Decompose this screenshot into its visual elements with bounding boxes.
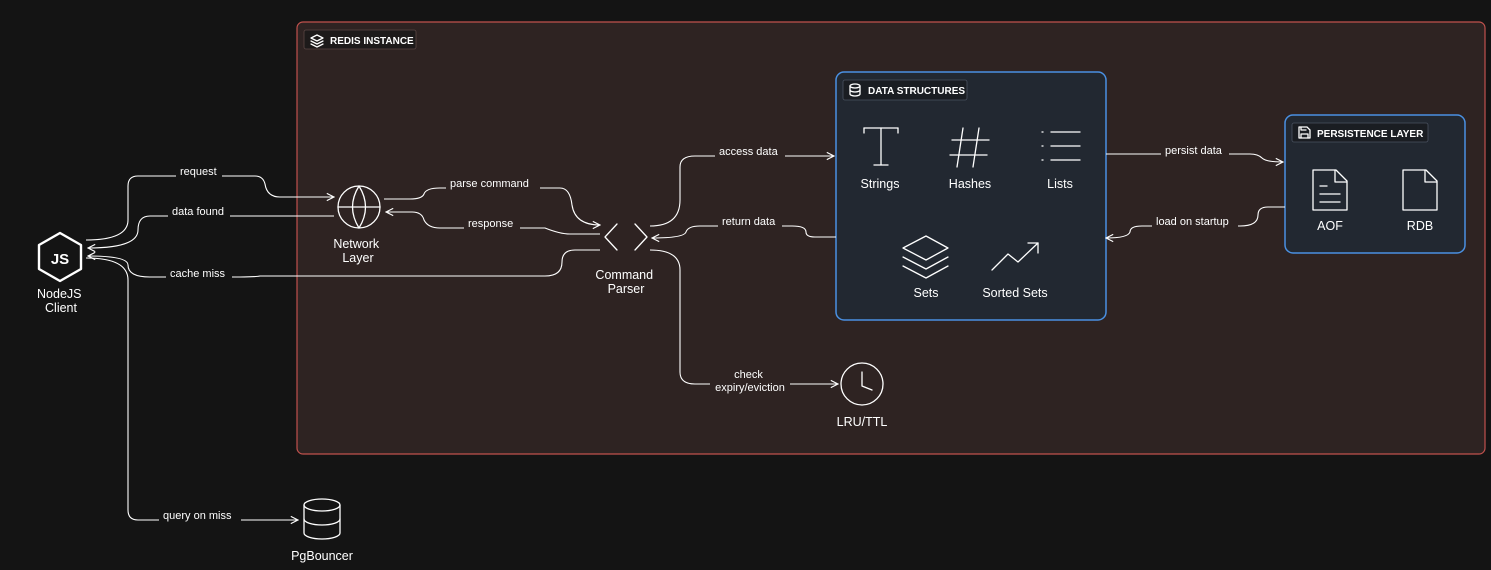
edge-label-persist-data: persist data [1165,145,1223,157]
edge-label-return-data: return data [722,216,776,228]
node-network-layer[interactable]: Network Layer [333,185,382,265]
data-structures-label: DATA STRUCTURES [868,86,965,97]
list-icon [1041,131,1081,161]
nodejs-hexagon-icon: JS [37,231,83,283]
save-icon [1298,126,1311,139]
persistence-layer-label: PERSISTENCE LAYER [1317,129,1424,140]
pgbouncer-label: PgBouncer [291,549,353,563]
edge-label-request: request [180,166,217,178]
hash-icon [949,127,990,168]
node-sorted-sets[interactable]: Sorted Sets [982,242,1048,300]
edge-labels: request data found cache miss query on m… [159,144,1238,522]
aof-label: AOF [1317,219,1343,233]
globe-icon [337,185,381,229]
edge-label-parse-command: parse command [450,178,529,190]
hashes-label: Hashes [949,177,991,191]
node-sets[interactable]: Sets [902,235,949,300]
edge-persist-data [1106,153,1283,162]
database-icon [849,83,861,97]
node-hashes[interactable]: Hashes [949,127,991,191]
edge-cache-miss [88,249,600,278]
nodejs-client-label: NodeJS Client [37,287,85,315]
edge-label-cache-miss: cache miss [170,268,226,280]
edge-return-data [652,225,836,238]
node-aof[interactable]: AOF [1312,169,1348,233]
edge-query-on-miss [85,257,298,520]
strings-label: Strings [861,177,900,191]
edge-label-check-expiry: check expiry/eviction [715,369,785,394]
edge-check-expiry [649,249,838,384]
edge-label-access-data: access data [719,146,779,158]
sets-label: Sets [913,286,938,300]
chevrons-code-icon [604,223,648,251]
edge-label-data-found: data found [172,206,224,218]
node-rdb[interactable]: RDB [1402,169,1438,233]
node-command-parser[interactable]: Command Parser [595,223,656,296]
edge-access-data [649,156,834,227]
edges [85,153,1285,520]
rdb-label: RDB [1407,219,1433,233]
command-parser-label: Command Parser [595,268,656,296]
type-t-icon [863,127,899,166]
data-structures-group: DATA STRUCTURES [835,71,1107,321]
persistence-layer-group: PERSISTENCE LAYER [1284,114,1466,254]
lists-label: Lists [1047,177,1073,191]
node-nodejs-client[interactable]: JS NodeJS Client [37,231,85,315]
file-icon [1402,169,1438,211]
edge-label-query-on-miss: query on miss [163,510,232,522]
node-lists[interactable]: Lists [1041,131,1081,191]
lru-ttl-label: LRU/TTL [837,415,888,429]
edge-label-load-on-startup: load on startup [1156,216,1229,228]
node-lru-ttl[interactable]: LRU/TTL [837,362,888,429]
sorted-sets-label: Sorted Sets [982,286,1047,300]
redis-instance-label: REDIS INSTANCE [330,36,414,47]
node-pgbouncer[interactable]: PgBouncer [291,498,353,563]
edge-load-on-startup [1106,206,1285,238]
layers-icon [310,34,324,48]
layers-icon [902,235,949,279]
edge-label-response: response [468,218,513,230]
network-layer-label: Network Layer [333,237,382,265]
node-strings[interactable]: Strings [861,127,900,191]
database-icon [303,498,341,540]
trending-up-icon [991,242,1039,271]
edge-data-found [88,215,334,248]
edge-response [386,212,600,235]
file-text-icon [1312,169,1348,211]
svg-text:JS: JS [51,251,69,268]
edge-parse-command [384,187,600,225]
clock-icon [840,362,884,406]
